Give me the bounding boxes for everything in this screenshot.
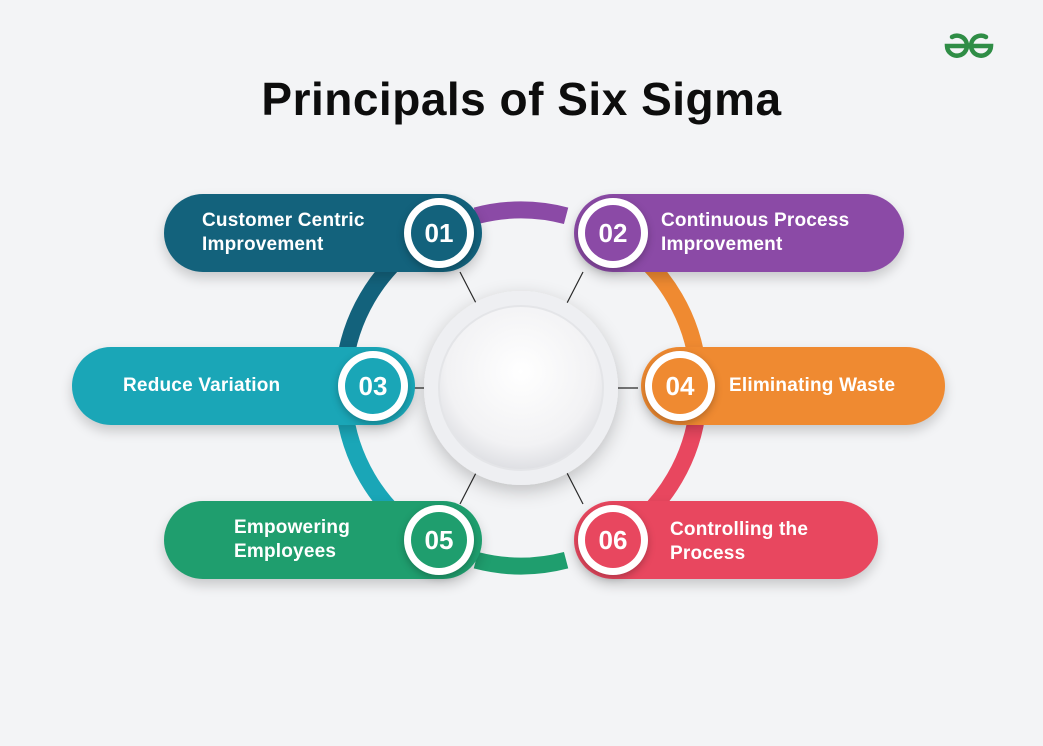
step-01-pill: Customer Centric Improvement 01 <box>164 194 482 272</box>
step-01-badge: 01 <box>404 198 474 268</box>
step-02-number: 02 <box>585 205 641 261</box>
step-03-number: 03 <box>345 358 401 414</box>
ring-arc-green <box>473 551 569 575</box>
center-disc <box>438 305 604 471</box>
step-02-pill: 02 Continuous Process Improvement <box>574 194 904 272</box>
step-03-pill: Reduce Variation 03 <box>72 347 415 425</box>
step-01-label: Customer Centric Improvement <box>202 210 365 255</box>
step-02-label: Continuous Process Improvement <box>661 210 850 255</box>
page-title: Principals of Six Sigma <box>261 73 782 125</box>
step-01-number: 01 <box>411 205 467 261</box>
step-05-pill: Empowering Employees 05 <box>164 501 482 579</box>
step-04-pill: 04 Eliminating Waste <box>641 347 945 425</box>
step-04-number: 04 <box>652 358 708 414</box>
step-05-badge: 05 <box>404 505 474 575</box>
step-06-number: 06 <box>585 512 641 568</box>
step-06-pill: 06 Controlling the Process <box>574 501 878 579</box>
step-05-number: 05 <box>411 512 467 568</box>
step-04-label: Eliminating Waste <box>729 375 896 396</box>
step-02-badge: 02 <box>578 198 648 268</box>
step-05-label: Empowering Employees <box>234 517 351 562</box>
step-06-label: Controlling the Process <box>670 519 809 564</box>
geeksforgeeks-logo-icon <box>944 33 994 58</box>
ring-arc-purple <box>473 201 569 225</box>
step-03-badge: 03 <box>338 351 408 421</box>
step-03-label: Reduce Variation <box>123 375 281 396</box>
step-06-badge: 06 <box>578 505 648 575</box>
step-04-badge: 04 <box>645 351 715 421</box>
